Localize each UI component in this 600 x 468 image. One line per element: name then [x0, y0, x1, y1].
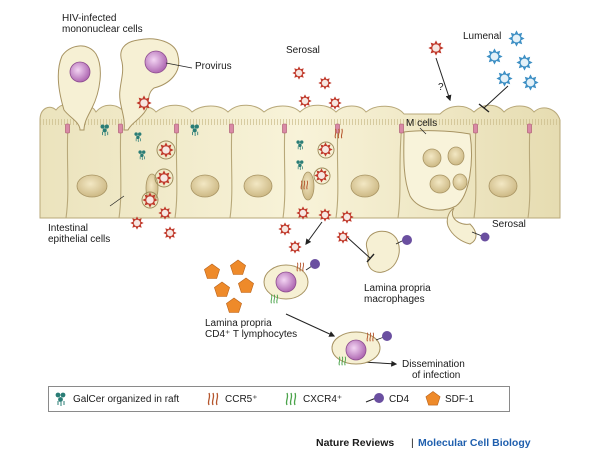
label-hiv-cells-1: HIV-infected [62, 13, 117, 24]
m-cell-pocket [403, 130, 472, 211]
label-provirus: Provirus [195, 61, 232, 72]
label-lymphocytes-1: Lamina propria [205, 318, 272, 329]
transcytosing-vesicles [141, 140, 335, 209]
label-lumenal: Lumenal [463, 31, 502, 42]
cd4-t-lymphocyte-upper [263, 259, 320, 304]
legend-item-cxcr4: CXCR4⁺ [285, 391, 342, 407]
lamina-propria-macrophage [365, 230, 412, 273]
label-question: ? [438, 82, 444, 93]
label-m-cells: M cells [406, 118, 438, 129]
legend-label-cxcr4: CXCR4⁺ [303, 393, 343, 405]
hiv-infected-cells [57, 38, 180, 131]
lamina-arrows [285, 221, 398, 367]
label-lymphocytes-2: CD4⁺ T lymphocytes [205, 329, 298, 340]
label-intestinal-2: epithelial cells [48, 234, 111, 245]
sdf1-pentagon-icon [425, 391, 441, 406]
entry-arrows [435, 57, 509, 113]
label-macrophages-2: macrophages [364, 294, 425, 305]
legend-label-sdf1: SDF-1 [445, 393, 474, 405]
leader-lines [109, 127, 427, 207]
label-intestinal-1: Intestinal [48, 223, 89, 234]
provirus-pointer [165, 62, 193, 69]
legend-label-ccr5: CCR5⁺ [225, 393, 258, 405]
galcer-raft-icon [55, 392, 66, 406]
legend: GalCer organized in raft CCR5⁺ CXCR4⁺ CD… [48, 386, 510, 412]
credit-journal: Nature Reviews [316, 437, 395, 449]
epithelial-layer [39, 104, 561, 219]
cd4-receptor-icon [365, 393, 384, 403]
label-dissemination-1: Dissemination [402, 359, 465, 370]
serosal-macrophage [446, 207, 490, 245]
label-serosal-right: Serosal [492, 219, 526, 230]
label-serosal-top: Serosal [286, 45, 320, 56]
legend-item-cd4: CD4 [365, 391, 409, 407]
legend-label-cd4: CD4 [389, 393, 410, 405]
legend-label-galcer: GalCer organized in raft [73, 393, 180, 405]
cxcr4-receptor-icon [285, 392, 297, 406]
cd4-t-lymphocyte-lower [331, 331, 392, 366]
label-dissemination-2: of infection [412, 370, 461, 381]
credit-separator: | [411, 437, 414, 449]
legend-item-galcer: GalCer organized in raft [55, 391, 179, 407]
credit-section: Molecular Cell Biology [418, 437, 531, 449]
label-macrophages-1: Lamina propria [364, 283, 431, 294]
sdf1-chemokines [204, 259, 254, 313]
ccr5-receptor-icon [207, 392, 219, 406]
label-hiv-cells-2: mononuclear cells [62, 24, 143, 35]
legend-item-ccr5: CCR5⁺ [207, 391, 258, 407]
legend-item-sdf1: SDF-1 [425, 391, 474, 407]
